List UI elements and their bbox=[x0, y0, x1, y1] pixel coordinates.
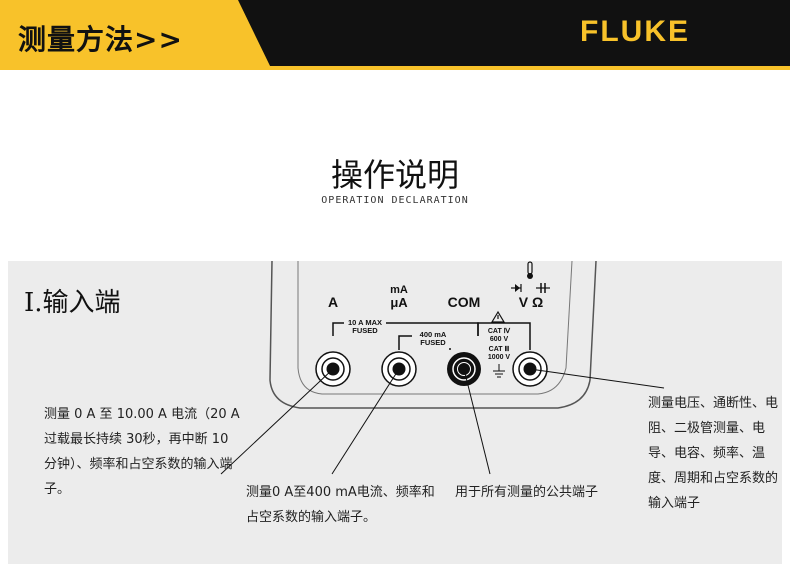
cat-line2: 600 V bbox=[490, 336, 509, 343]
warning-icon bbox=[490, 310, 506, 323]
note-current-ma: 测量0 A至400 mA电流、频率和占空系数的输入端子。 bbox=[246, 485, 435, 525]
note-voltage: 测量电压、通断性、电阻、二极管测量、电导、电容、频率、温度、周期和占空系数的输入… bbox=[648, 396, 779, 511]
banner-title: 测量方法>> bbox=[18, 23, 183, 56]
note-current-a: 测量 0 A 至 10.00 A 电流（20 A 过载最长持续 30秒，再中断 … bbox=[44, 407, 240, 497]
leader-line-ma bbox=[331, 368, 400, 475]
input-terminals-panel bbox=[8, 261, 782, 564]
fluke-logo: FLUKE bbox=[580, 15, 690, 48]
fuse-a-line1: 10 A MAX bbox=[348, 318, 382, 327]
cat-bracket bbox=[477, 322, 531, 350]
fuse-a-line2: FUSED bbox=[352, 326, 378, 335]
section-title: 操作说明 bbox=[330, 156, 459, 194]
meter-inner-outline bbox=[297, 260, 573, 395]
cat-line3: CAT Ⅲ bbox=[489, 345, 510, 353]
section-subtitle: OPERATION DECLARATION bbox=[321, 195, 469, 206]
svg-text:FLUKE: FLUKE bbox=[580, 15, 690, 48]
note-common: 用于所有测量的公共端子 bbox=[455, 485, 599, 500]
terminal-v-label: V Ω bbox=[519, 294, 543, 310]
banner-background bbox=[0, 0, 790, 70]
terminal-ma-label: mA bbox=[390, 284, 408, 296]
cat-line1: CAT Ⅳ bbox=[488, 327, 511, 335]
header-banner: 测量方法>> FLUKE bbox=[0, 0, 790, 70]
cat-line4: 1000 V bbox=[488, 354, 511, 361]
terminal-a-label: A bbox=[328, 294, 338, 310]
terminal-ua-label: μA bbox=[390, 295, 408, 310]
fuse-ma-line2: FUSED bbox=[420, 338, 446, 347]
leader-line-com bbox=[463, 368, 491, 475]
panel-heading: I.输入端 bbox=[24, 288, 121, 318]
fuse-ma-line1: 400 mA bbox=[420, 330, 447, 339]
ground-icon bbox=[493, 364, 505, 378]
terminal-com-label: COM bbox=[448, 294, 481, 310]
diode-capacitor-thermometer-icon bbox=[511, 261, 550, 293]
leader-line-v bbox=[529, 368, 665, 389]
meter-body-outline bbox=[269, 260, 597, 409]
leader-line-a bbox=[220, 368, 334, 475]
